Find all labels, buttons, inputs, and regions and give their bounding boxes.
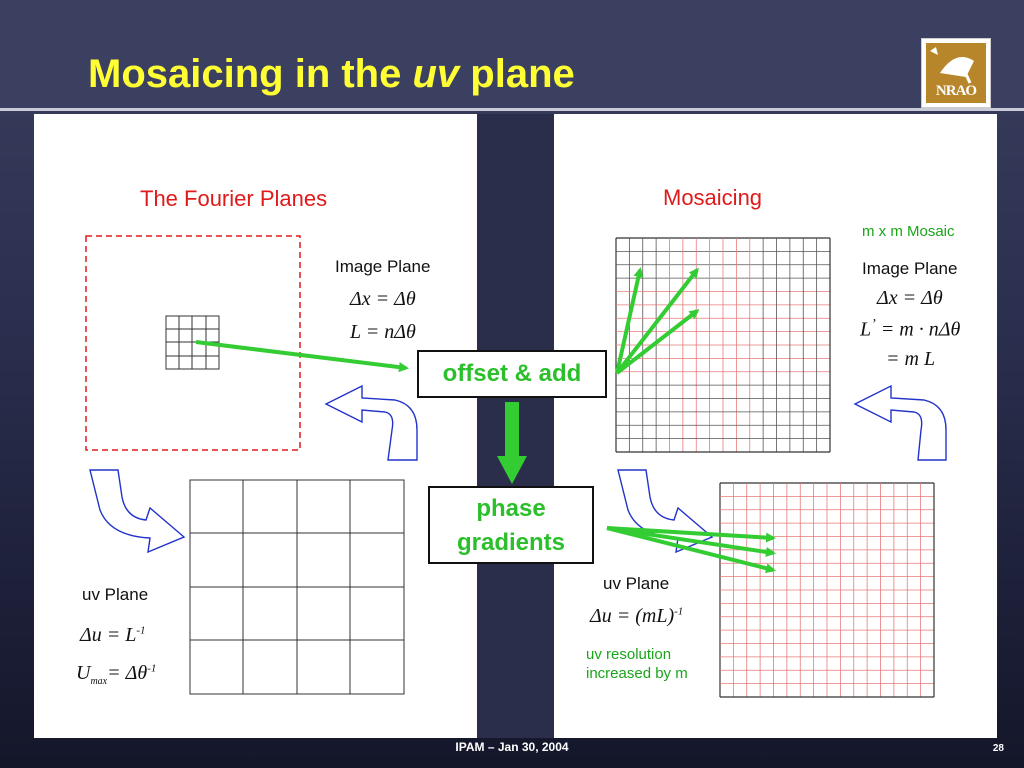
left-uv-grid bbox=[189, 479, 405, 695]
right-image-eq1: Δx = Δθ bbox=[877, 287, 943, 309]
right-image-grid bbox=[615, 237, 831, 453]
left-image-eq2: L = nΔθ bbox=[350, 321, 416, 343]
footer: IPAM – Jan 30, 2004 bbox=[455, 740, 569, 754]
phase-gradients-line1: phase bbox=[476, 495, 546, 522]
small-image-grid bbox=[165, 315, 220, 370]
left-uv-eq2-sub: max bbox=[90, 676, 108, 687]
right-image-eq2-rhs: = m · nΔθ bbox=[880, 318, 961, 341]
arrow-phase-fan-1 bbox=[606, 526, 776, 543]
right-uv-grid bbox=[719, 482, 935, 698]
right-uv-plane-label: uv Plane bbox=[603, 574, 670, 593]
right-image-eq2-lhs: L bbox=[860, 318, 872, 341]
header-divider bbox=[0, 108, 1024, 111]
arrow-offset-fan-1 bbox=[615, 267, 644, 374]
down-arrow bbox=[497, 402, 527, 484]
left-uv-eq2-main: U bbox=[76, 662, 91, 684]
arrow-offset-fan-3 bbox=[615, 309, 700, 375]
right-heading: Mosaicing bbox=[663, 185, 763, 210]
left-uv-eq2: Umax= Δθ-1 bbox=[76, 662, 156, 687]
right-image-plane-label: Image Plane bbox=[862, 259, 958, 278]
uv-resolution-note-line1: uv resolution bbox=[586, 646, 672, 663]
left-uv-plane-label: uv Plane bbox=[82, 585, 149, 604]
left-uv-eq1: Δu = L-1 bbox=[80, 624, 146, 647]
arrow-phase-fan-2 bbox=[606, 526, 776, 557]
arrow-offset-fan-2 bbox=[615, 267, 699, 375]
curved-arrow-to-image-plane-left bbox=[324, 384, 418, 461]
slide-header bbox=[0, 0, 1024, 108]
title-emphasis: uv bbox=[412, 52, 460, 96]
green-arrows bbox=[195, 267, 776, 574]
logo-text: NRAO bbox=[935, 83, 977, 99]
offset-add-box: offset & add bbox=[417, 350, 607, 398]
left-uv-eq1-sup: -1 bbox=[136, 624, 146, 637]
uv-resolution-note-line2: increased by m bbox=[586, 665, 688, 682]
arrow-phase-fan-3 bbox=[606, 526, 776, 574]
phase-gradients-box: phase gradients bbox=[428, 486, 594, 564]
page-number: 28 bbox=[992, 743, 1004, 754]
arrow-grid-to-offset-add bbox=[195, 340, 409, 373]
slide-title: Mosaicing in the uv plane bbox=[88, 52, 575, 97]
right-image-eq2-prime: ’ bbox=[871, 317, 876, 332]
right-image-eq3: = m L bbox=[886, 348, 936, 370]
title-prefix: Mosaicing in the bbox=[88, 52, 413, 96]
left-uv-eq2-rest: = Δθ bbox=[107, 662, 148, 684]
left-heading: The Fourier Planes bbox=[140, 186, 328, 211]
title-suffix: plane bbox=[459, 52, 575, 96]
left-image-plane-label: Image Plane bbox=[335, 257, 431, 276]
image-plane-dashed-box bbox=[85, 235, 301, 451]
right-uv-eq-sup: -1 bbox=[674, 605, 684, 618]
curved-arrow-to-uv-plane-left bbox=[89, 469, 186, 554]
mosaic-note: m x m Mosaic bbox=[862, 223, 955, 240]
right-image-eq2: L’ = m · nΔθ bbox=[860, 317, 960, 342]
telescope-icon bbox=[930, 47, 974, 84]
curved-arrow-to-image-plane-right bbox=[853, 384, 947, 461]
left-image-eq1: Δx = Δθ bbox=[350, 288, 416, 310]
right-uv-eq-base: Δu = (mL) bbox=[590, 605, 675, 627]
left-uv-eq1-base: Δu = L bbox=[80, 624, 137, 646]
nrao-logo: NRAO bbox=[921, 38, 991, 108]
nrao-logo-mark: NRAO bbox=[926, 43, 986, 103]
right-uv-eq: Δu = (mL)-1 bbox=[590, 605, 683, 628]
phase-gradients-line2: gradients bbox=[456, 529, 566, 556]
left-uv-eq2-sup: -1 bbox=[147, 662, 157, 675]
